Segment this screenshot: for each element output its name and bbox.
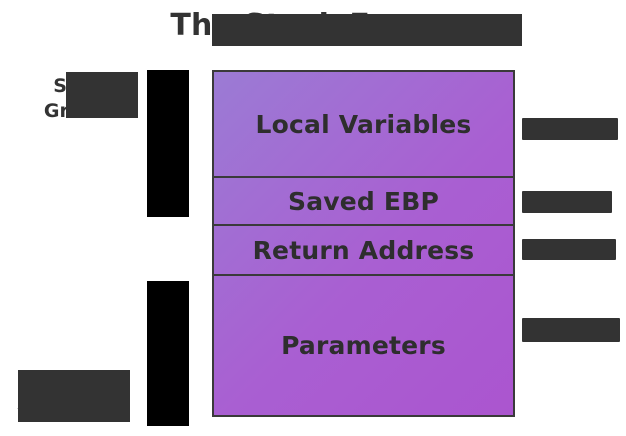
occlusion-bar-top [147,70,189,217]
stack-cell-saved-ebp: Saved EBP [214,178,513,226]
title-redaction-bar [212,14,522,46]
higher-addresses-redaction-bar [18,370,130,422]
stack-cell-parameters: Parameters [281,331,446,360]
annotation-local-variables [522,118,618,140]
stack-cell-return-address: Return Address [214,226,513,276]
annotation-return-address [522,239,616,260]
occlusion-bar-bottom [147,281,189,426]
stack-frame-diagram: Local Variables Saved EBP Return Address… [212,70,515,417]
annotation-parameters [522,318,620,342]
stack-growth-redaction-bar [66,72,138,118]
annotation-saved-ebp [522,191,612,213]
stack-cell-local-variables: Local Variables [214,72,513,178]
